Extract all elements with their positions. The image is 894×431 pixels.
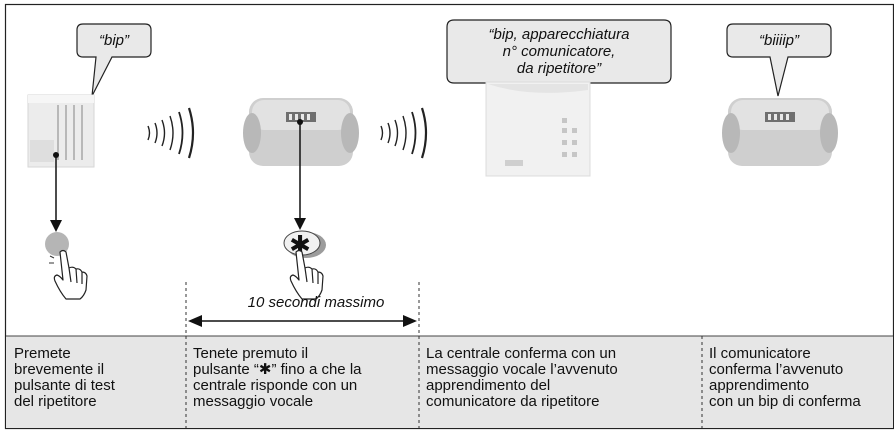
caption-line: Premete — [14, 345, 71, 362]
timer-label: 10 secondi massimo — [247, 294, 385, 311]
caption-line: Tenete premuto il — [193, 345, 309, 362]
bubble-line: “biiiip” — [758, 32, 799, 49]
speech-bubble-4 — [726, 23, 832, 97]
caption-step-4: Il comunicatore conferma l’avvenuto appr… — [709, 346, 893, 410]
arrow-down-2 — [294, 119, 306, 230]
central-unit-device — [243, 98, 359, 166]
bubble-line: da ripetitore” — [516, 60, 602, 77]
caption-line: apprendimento del — [426, 377, 551, 394]
caption-step-2: Tenete premuto il pulsante “✱” fino a ch… — [193, 346, 415, 410]
bubble-1-text: “bip” — [79, 32, 149, 49]
repeater-device — [27, 94, 95, 168]
caption-band — [6, 336, 893, 428]
bubble-3-text: “bip, apparecchiatura n° comunicatore, d… — [449, 26, 669, 77]
bubble-line: “bip” — [98, 32, 129, 49]
caption-step-3: La centrale conferma con un messaggio vo… — [426, 346, 698, 410]
hand-icon-1 — [53, 249, 88, 300]
caption-line: messaggio vocale l’avvenuto — [426, 361, 618, 378]
timer-arrow — [188, 315, 417, 327]
caption-line: comunicatore da ripetitore — [426, 393, 600, 410]
bubble-line: n° comunicatore, — [502, 43, 616, 60]
caption-step-1: Premete brevemente il pulsante di test d… — [14, 346, 179, 410]
caption-line: La centrale conferma con un — [426, 345, 617, 362]
star-symbol: ✱ — [289, 231, 311, 261]
caption-line: brevemente il — [14, 361, 105, 378]
speech-bubble-1 — [76, 23, 152, 97]
caption-line: messaggio vocale — [193, 393, 314, 410]
radio-waves-2 — [380, 107, 428, 159]
caption-line: con un bip di conferma — [709, 393, 861, 410]
arrow-down-1 — [50, 152, 62, 232]
communicator-device — [485, 81, 591, 177]
caption-line: apprendimento — [709, 377, 810, 394]
hand-press-mark-1 — [49, 255, 55, 264]
caption-line: pulsante “✱” fino a che la — [193, 361, 362, 378]
bubble-4-text: “biiiip” — [729, 32, 829, 49]
radio-waves-1 — [147, 107, 195, 159]
caption-line: Il comunicatore — [709, 345, 811, 362]
communicator-device-confirm — [722, 98, 838, 166]
bubble-line: “bip, apparecchiatura — [488, 26, 630, 43]
hand-icon-2 — [289, 249, 324, 300]
caption-line: centrale risponde con un — [193, 377, 358, 394]
caption-line: pulsante di test — [14, 377, 115, 394]
caption-line: conferma l’avvenuto — [709, 361, 844, 378]
caption-line: del ripetitore — [14, 393, 97, 410]
